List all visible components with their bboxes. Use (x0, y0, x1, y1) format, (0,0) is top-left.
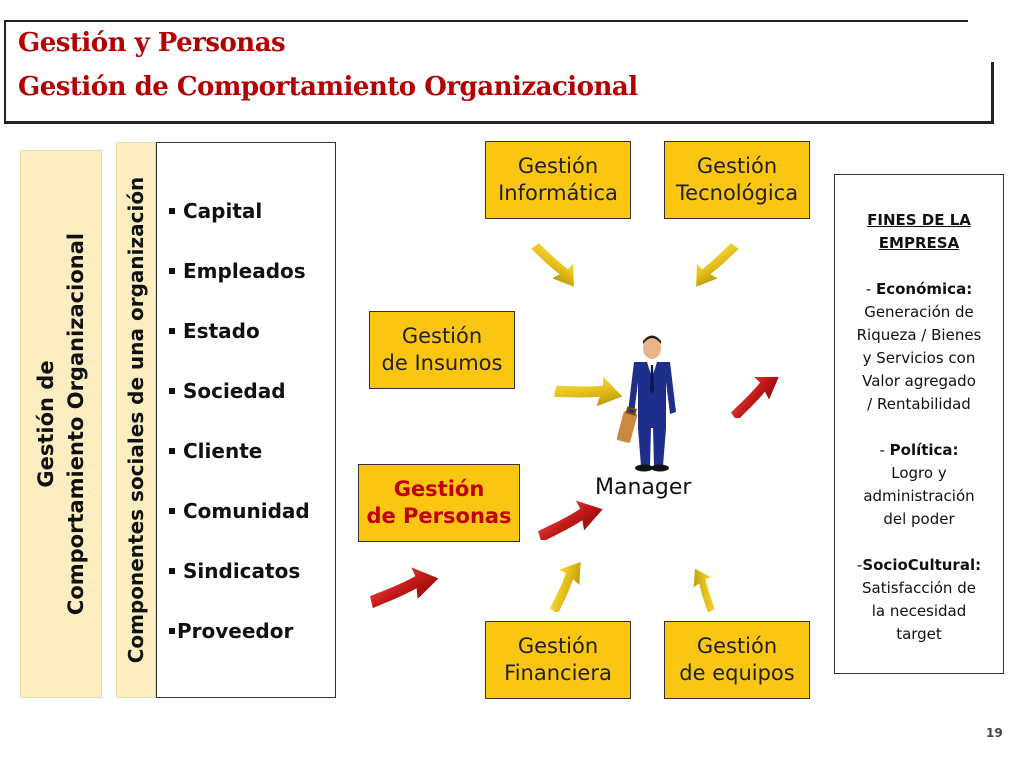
page-subtitle: Gestión de Comportamiento Organizacional (18, 72, 638, 102)
fines-sociocultural: -SocioCultural: Satisfacción de la neces… (856, 556, 982, 643)
title-notch (968, 20, 994, 62)
manager-label: Manager (595, 475, 692, 500)
bullet-icon (169, 567, 175, 574)
arrow-equipos-to-manager-icon (682, 560, 730, 616)
page-number: 19 (986, 726, 1003, 740)
arrow-insumos-to-manager-icon (554, 364, 626, 414)
arrow-manager-to-fines-icon (722, 368, 786, 418)
bullet-icon (169, 327, 175, 334)
vertical-bar-components-text: Componentes sociales de una organización (124, 176, 148, 664)
vertical-bar-text: Gestión de Comportamiento Organizacional (34, 232, 88, 616)
list-item: Sociedad (169, 377, 310, 437)
fines-politica: - Política: Logro y administración del p… (863, 441, 975, 528)
components-list: Capital Empleados Estado Sociedad Client… (169, 197, 310, 677)
fines-heading: FINES DE LA EMPRESA (867, 211, 971, 252)
bullet-icon (169, 207, 175, 214)
bullet-icon (169, 387, 175, 394)
list-item: Estado (169, 317, 310, 377)
list-item: Cliente (169, 437, 310, 497)
list-item: Sindicatos (169, 557, 310, 617)
components-list-box: Capital Empleados Estado Sociedad Client… (156, 142, 336, 698)
arrow-components-to-personas-icon (366, 562, 442, 608)
vertical-bar-componentes: Componentes sociales de una organización (116, 142, 156, 698)
arrow-informatica-to-manager-icon (528, 228, 588, 300)
arrow-financiera-to-manager-icon (534, 556, 594, 612)
fines-empresa-box: FINES DE LA EMPRESA - Económica: Generac… (834, 174, 1004, 674)
list-item: Empleados (169, 257, 310, 317)
bullet-icon (169, 507, 175, 514)
manager-figure-icon (616, 335, 676, 472)
list-item: Proveedor (169, 617, 310, 677)
arrow-tecnologica-to-manager-icon (682, 228, 742, 300)
arrow-personas-to-manager-icon (532, 496, 608, 540)
title-box: Gestión y Personas Gestión de Comportami… (4, 20, 994, 124)
bullet-icon (169, 447, 175, 454)
list-item: Comunidad (169, 497, 310, 557)
page-title: Gestión y Personas (18, 28, 286, 58)
vertical-bar-gestion-comportamiento: Gestión de Comportamiento Organizacional (20, 150, 102, 698)
fines-economica: - Económica: Generación de Riqueza / Bie… (856, 280, 982, 413)
bullet-icon (169, 267, 175, 274)
list-item: Capital (169, 197, 310, 257)
bullet-icon (169, 627, 175, 634)
